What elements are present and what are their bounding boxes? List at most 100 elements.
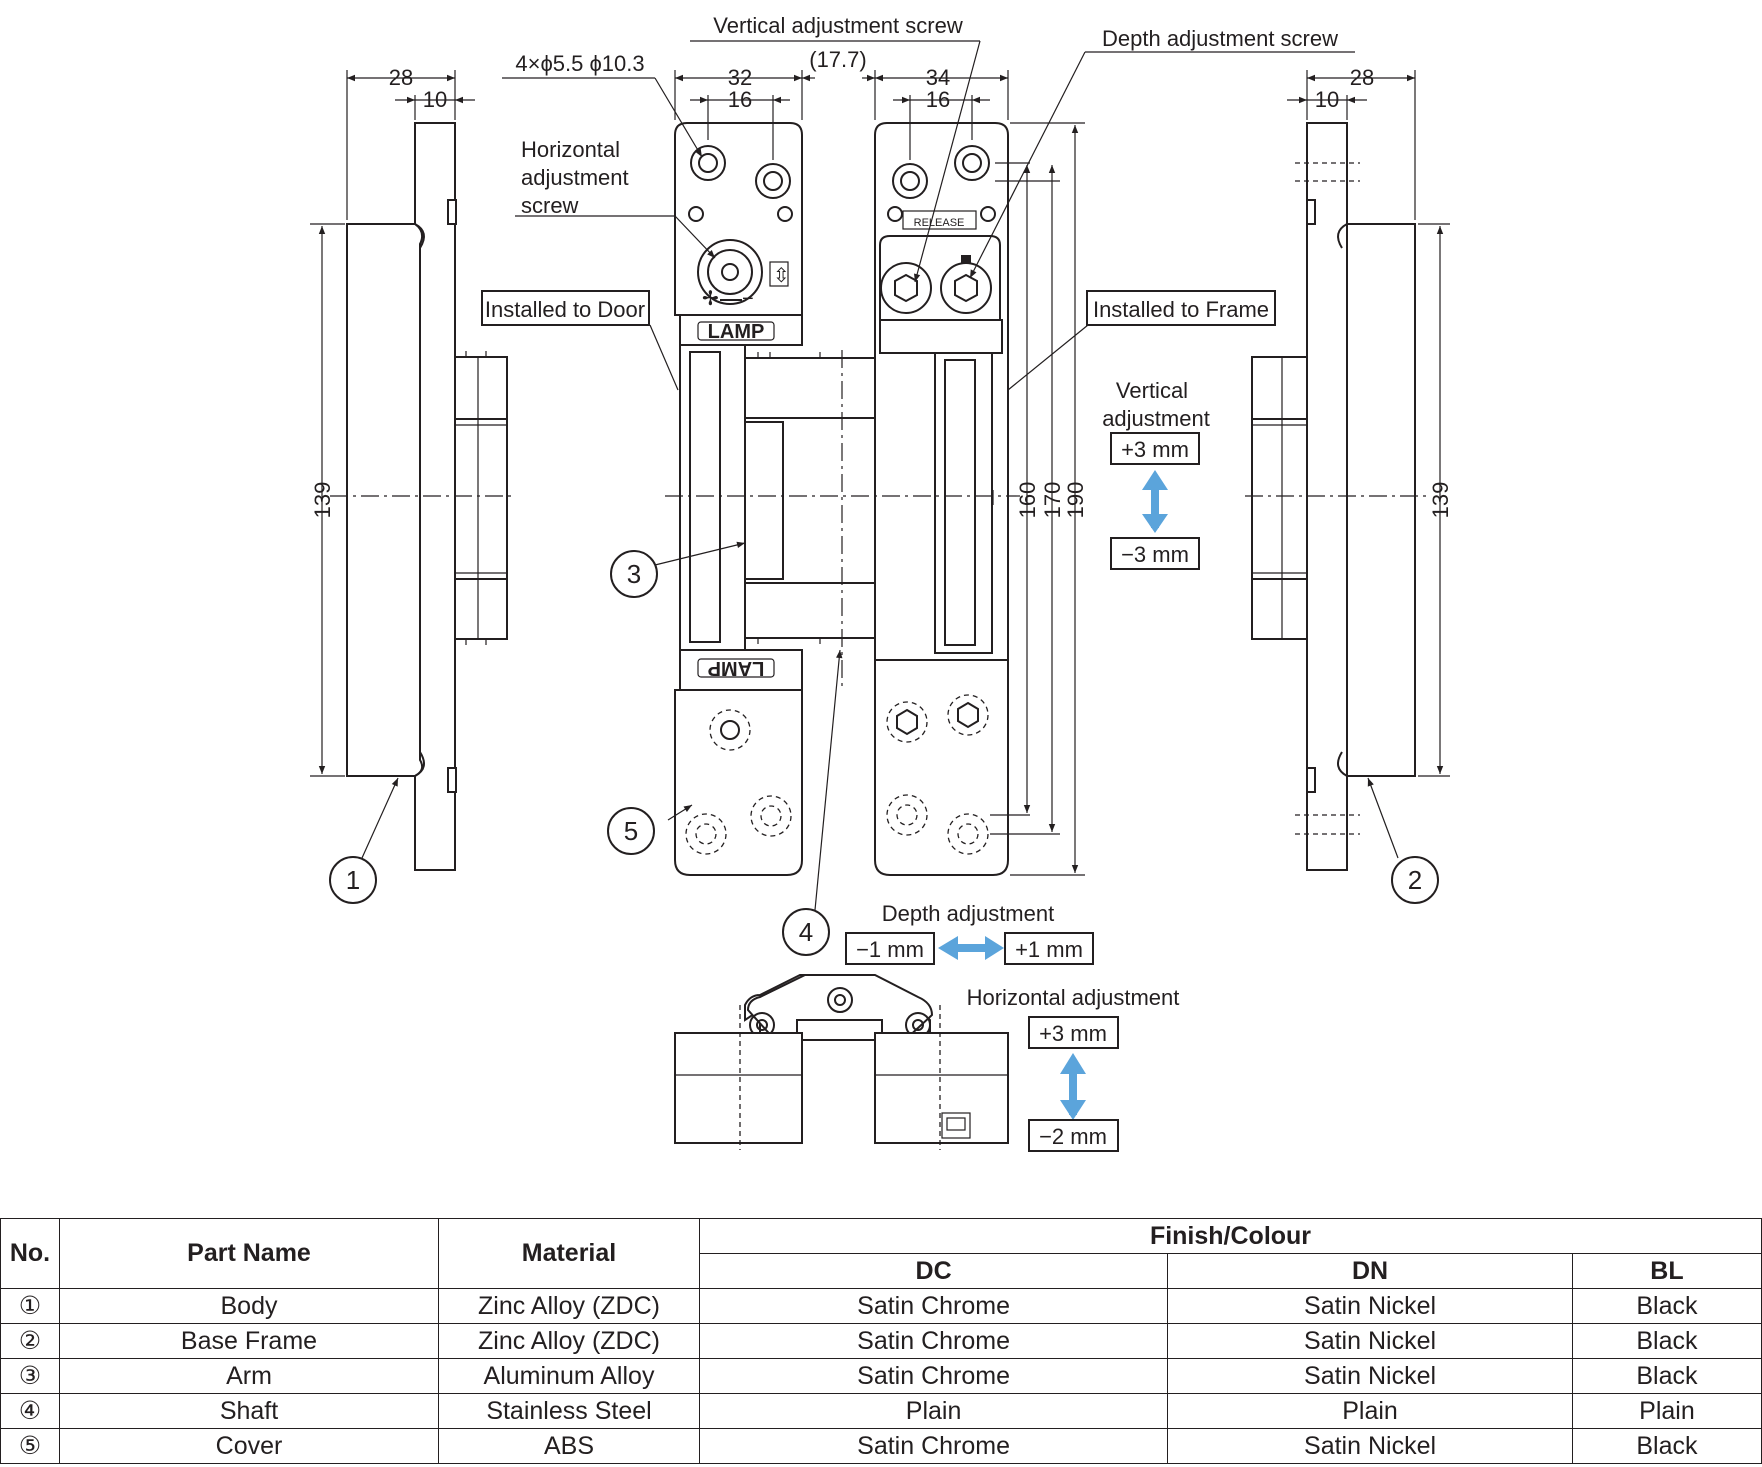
callout-4: 4 (799, 917, 813, 947)
callout-2: 2 (1408, 865, 1422, 895)
cell-bl: Black (1571, 1428, 1762, 1464)
svg-text:✢: ✢ (702, 288, 719, 310)
dim-16-left: 16 (728, 87, 752, 112)
header-material: Material (438, 1218, 700, 1289)
dim-160: 160 (1015, 482, 1040, 519)
callout-1: 1 (346, 865, 360, 895)
header-dn: DN (1167, 1253, 1573, 1289)
dim-28-left: 28 (389, 65, 413, 90)
label-horizontal-screw-2: adjustment (521, 165, 629, 190)
callout-3: 3 (627, 559, 641, 589)
release-label: RELEASE (914, 217, 965, 229)
frame-side-body: RELEASE (665, 122, 1020, 876)
cell-material: Stainless Steel (438, 1393, 700, 1429)
cell-bl: Plain (1571, 1393, 1762, 1429)
table-row: ③ Arm Aluminum Alloy Satin Chrome Satin … (0, 1358, 1762, 1394)
dim-139-left: 139 (310, 482, 335, 519)
label-depth-plus: +1 mm (1015, 937, 1083, 962)
label-installed-frame: Installed to Frame (1093, 297, 1269, 322)
label-installed-door: Installed to Door (485, 297, 645, 322)
header-bl: BL (1571, 1253, 1762, 1289)
lamp-logo-bottom: LAMP (708, 657, 765, 679)
cell-no: ⑤ (0, 1428, 60, 1464)
cell-material: ABS (438, 1428, 700, 1464)
header-part-name: Part Name (59, 1218, 439, 1289)
label-horiz-plus: +3 mm (1039, 1021, 1107, 1046)
part-callouts: 1 2 3 4 5 (329, 550, 1439, 956)
cell-part: Base Frame (59, 1323, 439, 1359)
callout-5: 5 (624, 816, 638, 846)
label-horiz-minus: −2 mm (1039, 1124, 1107, 1149)
cell-material: Zinc Alloy (ZDC) (438, 1323, 700, 1359)
label-vert-plus: +3 mm (1121, 437, 1189, 462)
header-finish: Finish/Colour (699, 1218, 1762, 1254)
dim-170: 170 (1040, 482, 1065, 519)
cell-dn: Satin Nickel (1167, 1323, 1573, 1359)
left-dimensions (310, 70, 475, 777)
hinge-technical-drawing: ✢ − ⇳ LAMP LAMP (310, 13, 1453, 1152)
cell-no: ② (0, 1323, 60, 1359)
dim-10-right: 10 (1315, 87, 1339, 112)
cell-bl: Black (1571, 1358, 1762, 1394)
cell-no: ④ (0, 1393, 60, 1429)
cell-no: ③ (0, 1358, 60, 1394)
header-no: No. (0, 1218, 60, 1289)
cell-dc: Satin Chrome (698, 1288, 1169, 1324)
bottom-view (674, 974, 1009, 1150)
cell-material: Zinc Alloy (ZDC) (438, 1288, 700, 1324)
dim-16-right: 16 (926, 87, 950, 112)
door-side-body: ✢ − ⇳ LAMP LAMP (674, 122, 803, 876)
right-side-view (1245, 122, 1430, 871)
cell-no: ① (0, 1288, 60, 1324)
label-vertical-adj-1: Vertical (1116, 378, 1188, 403)
parts-table: No. Part Name Material Finish/Colour DC … (0, 1218, 1762, 1464)
label-depth-screw: Depth adjustment screw (1102, 26, 1338, 51)
cell-dn: Satin Nickel (1167, 1288, 1573, 1324)
annotation-texts: Vertical adjustment screw Depth adjustme… (481, 13, 1338, 1152)
cell-dn: Satin Nickel (1167, 1358, 1573, 1394)
cell-dn: Satin Nickel (1167, 1428, 1573, 1464)
dim-17-7: (17.7) (809, 47, 866, 72)
cell-material: Aluminum Alloy (438, 1358, 700, 1394)
cell-dc: Satin Chrome (698, 1358, 1169, 1394)
cell-bl: Black (1571, 1288, 1762, 1324)
lamp-logo-top: LAMP (708, 321, 765, 343)
leader-lines (361, 40, 1399, 911)
dim-32: 32 (728, 65, 752, 90)
table-row: ④ Shaft Stainless Steel Plain Plain Plai… (0, 1393, 1762, 1429)
table-row: ① Body Zinc Alloy (ZDC) Satin Chrome Sat… (0, 1288, 1762, 1324)
table-row: ⑤ Cover ABS Satin Chrome Satin Nickel Bl… (0, 1428, 1762, 1464)
label-horizontal-screw-3: screw (521, 193, 579, 218)
label-horizontal-adj: Horizontal adjustment (967, 985, 1180, 1010)
center-dimensions (674, 70, 1085, 876)
dimension-texts: 4×ϕ5.5 ϕ10.3 28 10 32 16 (17.7) 34 16 28… (310, 47, 1453, 518)
dim-10-left: 10 (423, 87, 447, 112)
svg-text:−: − (742, 288, 754, 310)
label-horizontal-screw-1: Horizontal (521, 137, 620, 162)
dim-hole-spec: 4×ϕ5.5 ϕ10.3 (515, 51, 644, 76)
label-vertical-adj-2: adjustment (1102, 406, 1210, 431)
cell-part: Body (59, 1288, 439, 1324)
left-side-view (330, 122, 515, 871)
cell-bl: Black (1571, 1323, 1762, 1359)
dim-139-right: 139 (1428, 482, 1453, 519)
label-depth-minus: −1 mm (856, 937, 924, 962)
cell-dc: Satin Chrome (698, 1323, 1169, 1359)
dim-34: 34 (926, 65, 950, 90)
cell-part: Shaft (59, 1393, 439, 1429)
label-vertical-screw: Vertical adjustment screw (713, 13, 963, 38)
table-row: ② Base Frame Zinc Alloy (ZDC) Satin Chro… (0, 1323, 1762, 1359)
label-depth-adj: Depth adjustment (882, 901, 1054, 926)
cell-part: Arm (59, 1358, 439, 1394)
header-dc: DC (698, 1253, 1169, 1289)
label-vert-minus: −3 mm (1121, 542, 1189, 567)
right-dimensions (1287, 70, 1450, 777)
dim-28-right: 28 (1350, 65, 1374, 90)
vertical-adjust-arrow (1142, 470, 1168, 533)
cell-part: Cover (59, 1428, 439, 1464)
depth-adjust-arrow (938, 936, 1004, 960)
cell-dn: Plain (1167, 1393, 1573, 1429)
svg-text:⇳: ⇳ (773, 265, 790, 287)
dim-190: 190 (1063, 482, 1088, 519)
cell-dc: Satin Chrome (698, 1428, 1169, 1464)
